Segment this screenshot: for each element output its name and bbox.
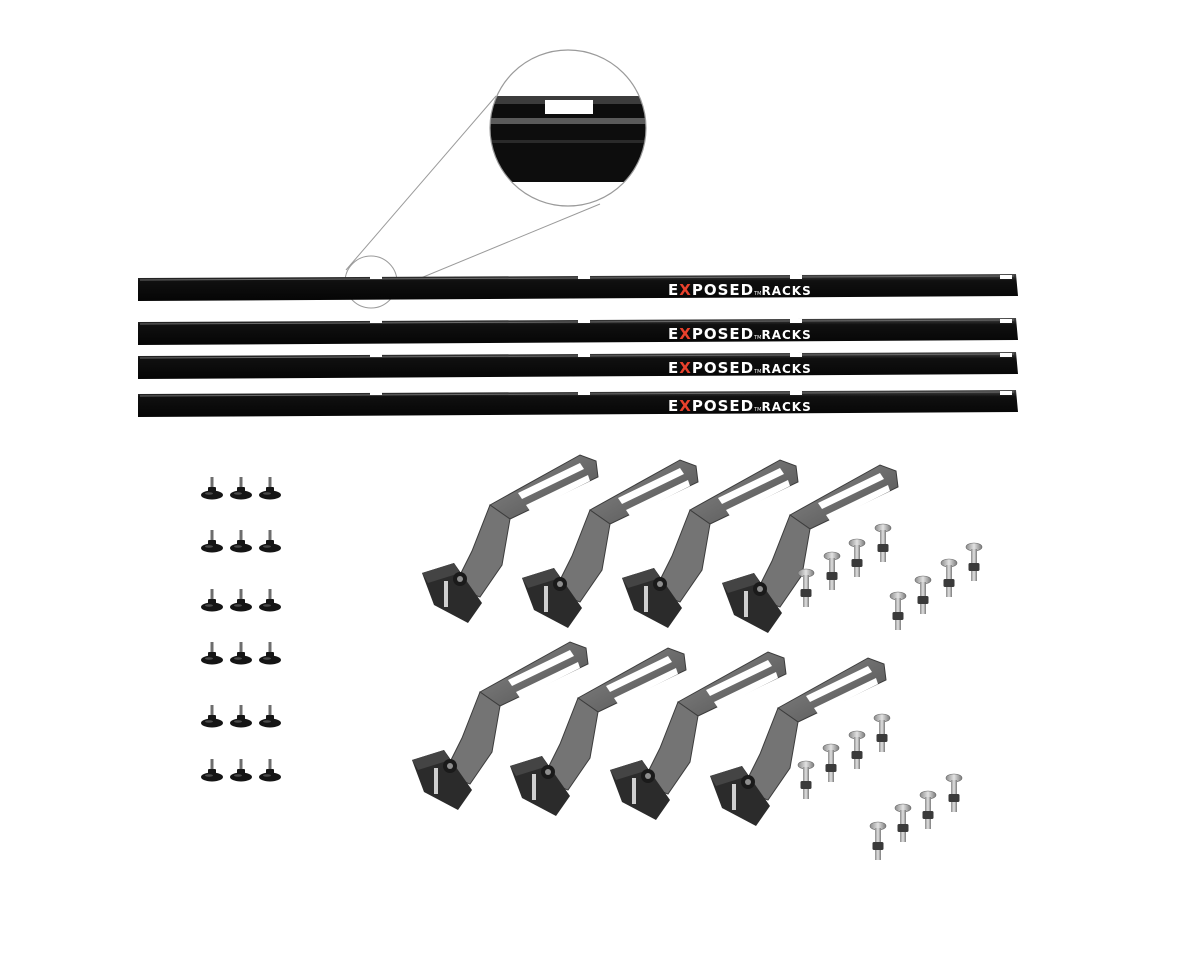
bolt-fastener: [874, 523, 892, 562]
mounting-bracket: [412, 641, 589, 810]
bolt-fastener: [940, 558, 958, 597]
brand-logo-posed: POSED: [692, 359, 754, 377]
knob-fasteners: [201, 477, 281, 782]
brand-logo: EXPOSEDTMRACKS: [668, 397, 812, 415]
knob-fastener: [201, 705, 223, 728]
knob-fastener: [230, 530, 252, 553]
knob-fastener: [230, 705, 252, 728]
brand-logo-x: X: [679, 325, 692, 343]
brand-logo: EXPOSEDTMRACKS: [668, 281, 812, 299]
brand-logo-posed: POSED: [692, 397, 754, 415]
brand-logo-e: E: [668, 281, 679, 299]
mounting-bracket: [722, 464, 899, 633]
zoom-detail: [490, 50, 646, 206]
knob-fastener: [259, 642, 281, 665]
mounting-bracket: [610, 651, 787, 820]
brand-logo-racks: RACKS: [761, 328, 811, 342]
brand-logo-tm: TM: [753, 407, 761, 413]
bolt-fastener: [848, 730, 866, 769]
bolt-fastener: [797, 568, 815, 607]
zoom-callout: [344, 49, 647, 309]
bolt-fastener: [848, 538, 866, 577]
brand-logo-x: X: [679, 359, 692, 377]
knob-fastener: [259, 530, 281, 553]
bolt-fastener: [945, 773, 963, 812]
bolt-fastener: [869, 821, 887, 860]
bolt-fastener: [823, 551, 841, 590]
knob-fastener: [259, 477, 281, 500]
bolt-fastener: [797, 760, 815, 799]
bolt-fastener: [914, 575, 932, 614]
knob-fastener: [230, 477, 252, 500]
mounting-bracket: [710, 657, 887, 826]
brand-logo-e: E: [668, 359, 679, 377]
cross-bar: EXPOSEDTMRACKS: [138, 352, 1018, 379]
brand-logo-posed: POSED: [692, 281, 754, 299]
brand-logo-tm: TM: [753, 369, 761, 375]
brand-logo: EXPOSEDTMRACKS: [668, 359, 812, 377]
cross-bar: EXPOSEDTMRACKS: [138, 274, 1018, 301]
brand-logo-tm: TM: [753, 291, 761, 297]
brand-logo-racks: RACKS: [761, 400, 811, 414]
bolt-fastener: [889, 591, 907, 630]
cross-bar: EXPOSEDTMRACKS: [138, 318, 1018, 345]
brand-logo-e: E: [668, 397, 679, 415]
brand-logo-e: E: [668, 325, 679, 343]
knob-fastener: [259, 589, 281, 612]
zoom-lens-circle: [489, 49, 647, 207]
mounting-brackets: [412, 454, 899, 826]
brand-logo-tm: TM: [753, 335, 761, 341]
brand-logo-posed: POSED: [692, 325, 754, 343]
brand-logo-racks: RACKS: [761, 284, 811, 298]
bolt-fastener: [822, 743, 840, 782]
knob-fastener: [230, 642, 252, 665]
brand-logo: EXPOSEDTMRACKS: [668, 325, 812, 343]
knob-fastener: [259, 705, 281, 728]
knob-fastener: [230, 759, 252, 782]
knob-fastener: [201, 759, 223, 782]
mounting-bracket: [622, 459, 799, 628]
bolt-fastener: [894, 803, 912, 842]
bolt-fastener: [965, 542, 983, 581]
brand-logo-x: X: [679, 281, 692, 299]
knob-fastener: [230, 589, 252, 612]
knob-fastener: [201, 642, 223, 665]
cross-bars: EXPOSEDTMRACKSEXPOSEDTMRACKSEXPOSEDTMRAC…: [138, 274, 1018, 417]
bolt-fastener: [919, 790, 937, 829]
brand-logo-x: X: [679, 397, 692, 415]
bolt-fasteners: [797, 523, 983, 860]
knob-fastener: [201, 589, 223, 612]
knob-fastener: [259, 759, 281, 782]
mounting-bracket: [510, 647, 687, 816]
cross-bar: EXPOSEDTMRACKS: [138, 390, 1018, 417]
knob-fastener: [201, 477, 223, 500]
mounting-bracket: [422, 454, 599, 623]
knob-fastener: [201, 530, 223, 553]
bolt-fastener: [873, 713, 891, 752]
brand-logo-racks: RACKS: [761, 362, 811, 376]
mounting-bracket: [522, 459, 699, 628]
